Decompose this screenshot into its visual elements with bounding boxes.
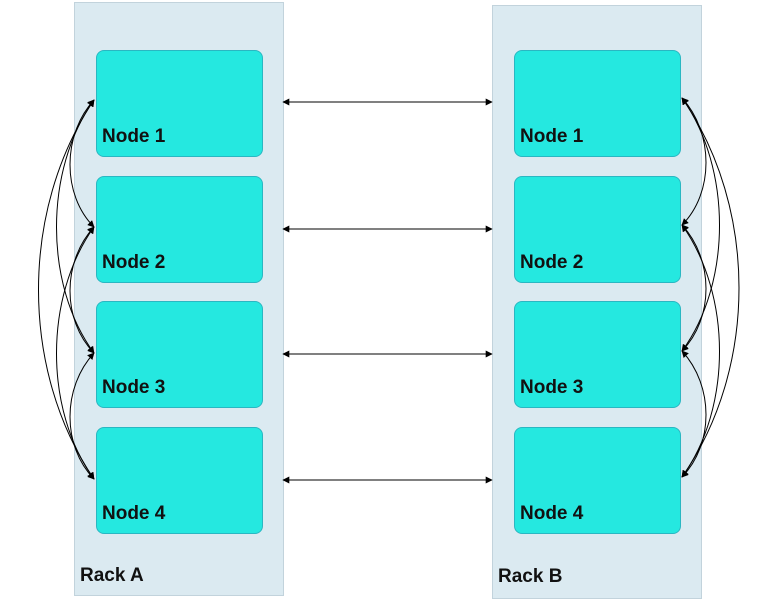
rack-a-label: Rack A [80, 565, 144, 586]
node-label: Node 1 [520, 126, 584, 147]
node-label: Node 3 [520, 377, 584, 398]
rack-b: Node 1 Node 2 Node 3 Node 4 Rack B [492, 5, 702, 599]
node-label: Node 2 [520, 252, 584, 273]
node-label: Node 4 [102, 503, 166, 524]
rack-b-node-2: Node 2 [514, 176, 681, 283]
rack-a: Node 1 Node 2 Node 3 Node 4 Rack A [74, 2, 284, 596]
rack-a-node-1: Node 1 [96, 50, 263, 157]
rack-b-node-4: Node 4 [514, 427, 681, 534]
rack-b-node-3: Node 3 [514, 301, 681, 408]
node-label: Node 1 [102, 126, 166, 147]
rack-b-label: Rack B [498, 566, 563, 587]
rack-a-node-4: Node 4 [96, 427, 263, 534]
rack-a-node-2: Node 2 [96, 176, 263, 283]
rack-b-node-1: Node 1 [514, 50, 681, 157]
node-label: Node 2 [102, 252, 166, 273]
node-label: Node 4 [520, 503, 584, 524]
node-label: Node 3 [102, 377, 166, 398]
rack-a-node-3: Node 3 [96, 301, 263, 408]
